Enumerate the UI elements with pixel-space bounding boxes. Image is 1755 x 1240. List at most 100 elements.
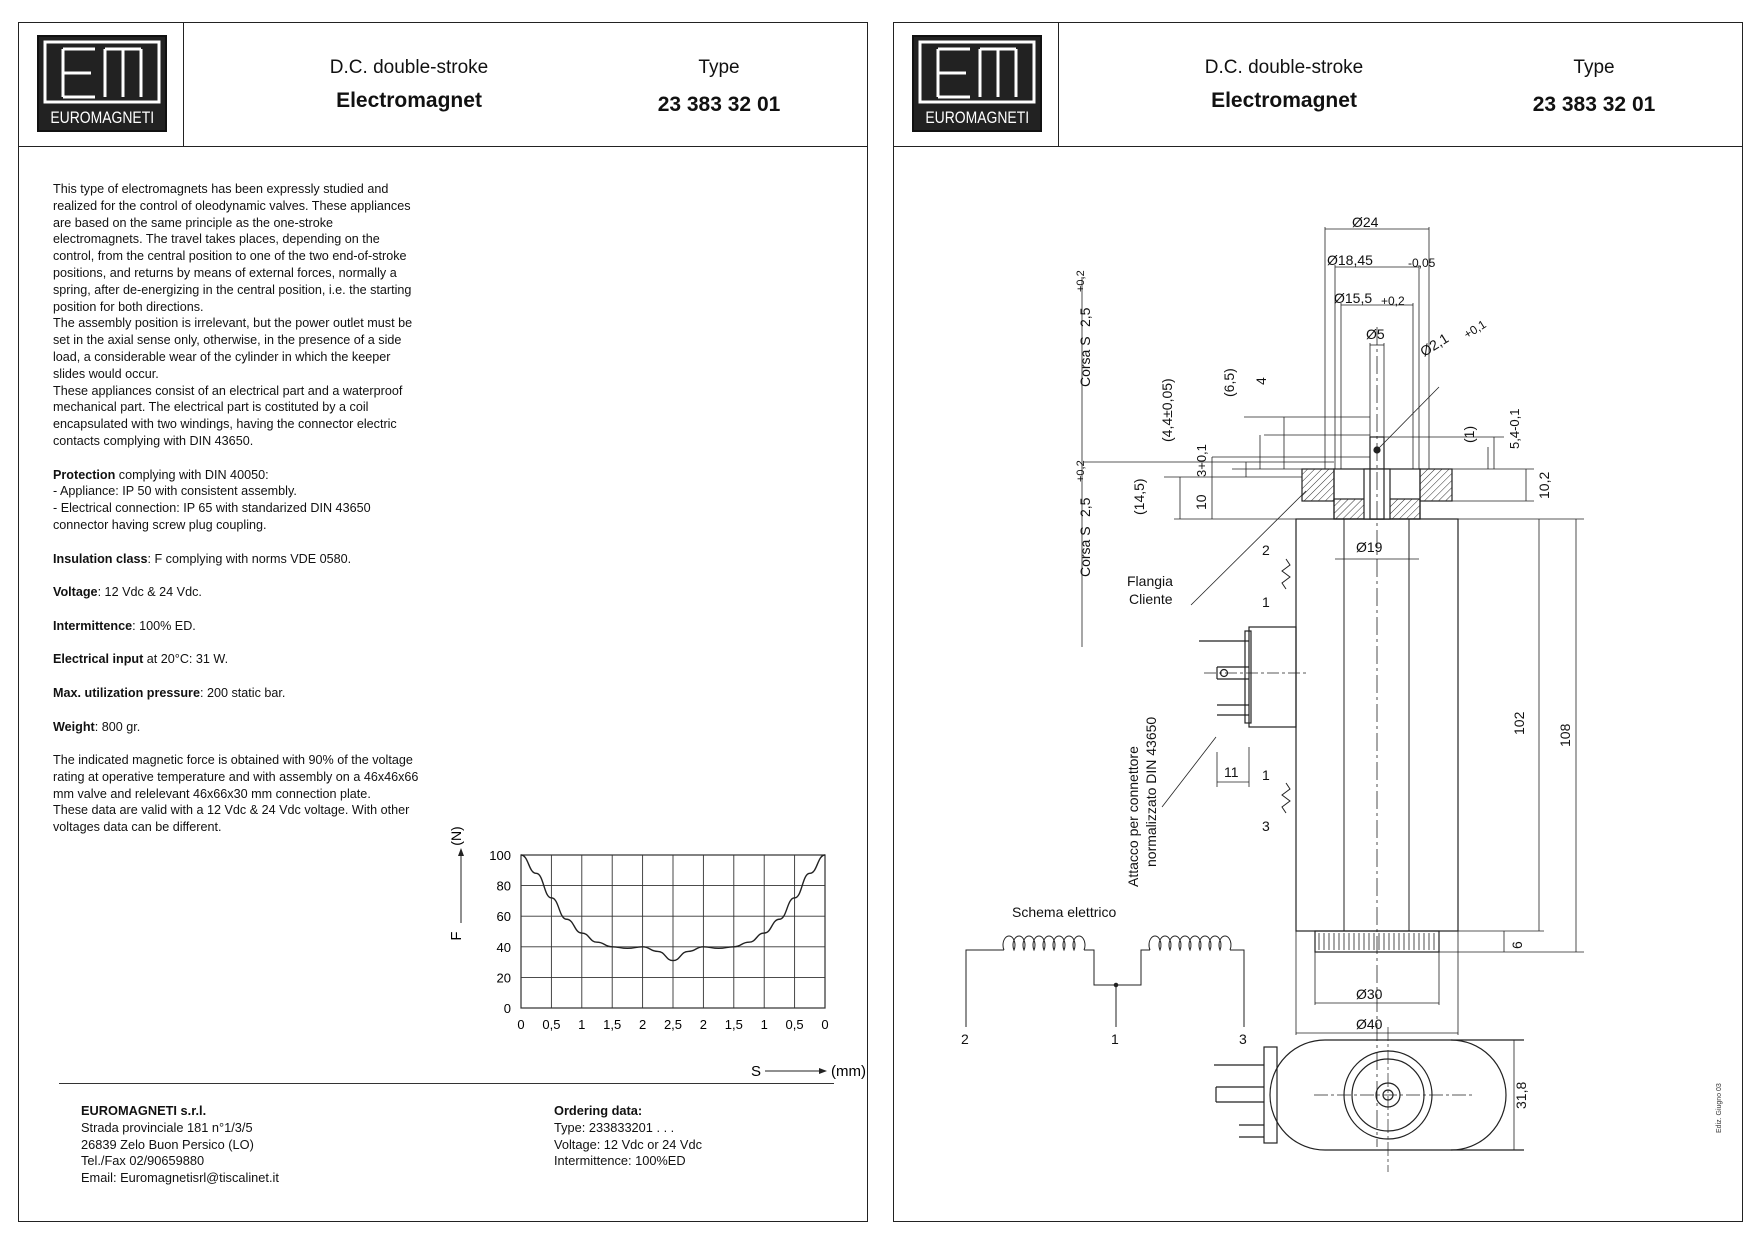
corsa-lower-label: Corsa S	[1077, 526, 1093, 577]
y-axis-label: F	[448, 931, 465, 940]
x-tick-label: 1,5	[603, 1017, 621, 1032]
y-tick-label: 100	[489, 848, 511, 863]
datasheet-page-right: EUROMAGNETI D.C. double-stroke Electroma…	[893, 22, 1743, 1222]
wiring-schematic	[965, 935, 1245, 1027]
x-tick-label: 2	[639, 1017, 646, 1032]
x-tick-label: 1	[578, 1017, 585, 1032]
dim-11: 11	[1224, 764, 1239, 780]
schema-pin-1: 1	[1111, 1031, 1119, 1047]
flange-label-2: Cliente	[1129, 591, 1173, 607]
dim-d15: Ø15,5	[1334, 290, 1372, 306]
header-title: Electromagnet	[1211, 89, 1357, 112]
connector-label-2: normalizzato DIN 43650	[1143, 717, 1159, 867]
technical-drawing: Ø24 Ø18,45 -0,05 Ø15,5 +0,2 Ø5 Ø2,1 +0,1…	[961, 214, 1584, 1172]
x-tick-label: 1	[761, 1017, 768, 1032]
company-email: Email: Euromagnetisrl@tiscalinet.it	[81, 1170, 279, 1186]
spec-pressure-label: Max. utilization pressure	[53, 685, 200, 700]
x-tick-label: 0,5	[786, 1017, 804, 1032]
spec-input-text: at 20°C: 31 W.	[146, 652, 229, 667]
ordering-title: Ordering data:	[554, 1103, 643, 1118]
corsa-lower-value: 2,5	[1077, 497, 1093, 517]
spec-voltage-text: : 12 Vdc & 24 Vdc.	[97, 585, 202, 600]
force-curve-line	[520, 854, 826, 962]
spec-insulation: Insulation class: F complying with norms…	[53, 551, 423, 568]
header-title: Electromagnet	[336, 89, 482, 112]
x-tick-label: 0	[821, 1017, 828, 1032]
connector-label-1: Attacco per connettore	[1125, 746, 1141, 887]
x-tick-label: 0	[517, 1017, 524, 1032]
corsa-upper-label: Corsa S	[1077, 336, 1093, 387]
spec-insulation-label: Insulation class	[53, 551, 148, 566]
schema-title: Schema elettrico	[1012, 904, 1116, 920]
dim-31-8: 31,8	[1513, 1082, 1529, 1109]
dim-102: 102	[1511, 711, 1527, 735]
spec-input-label: Electrical input	[53, 652, 144, 667]
dim-d30: Ø30	[1356, 986, 1383, 1002]
y-tick-label: 0	[504, 1001, 511, 1016]
spec-weight-text: : 800 gr.	[94, 719, 141, 734]
company-address-block: EUROMAGNETI s.r.l. Strada provinciale 18…	[81, 1103, 279, 1187]
dim-4: 4	[1253, 377, 1269, 385]
corsa-lower-tolerance: +0,2	[1075, 460, 1087, 482]
header-subtitle: D.C. double-stroke	[329, 57, 489, 78]
euromagneti-logo: EUROMAGNETI	[912, 35, 1042, 132]
solenoid-body	[1295, 518, 1459, 932]
dim-4-4: (4,4±0,05)	[1159, 378, 1175, 442]
description-parts: These appliances consist of an electrica…	[53, 383, 403, 448]
schema-pin-3: 3	[1239, 1031, 1247, 1047]
logo-cell: EUROMAGNETI	[19, 23, 184, 147]
footer-divider	[59, 1083, 834, 1084]
chart-grid	[520, 854, 826, 1009]
x-tick-label: 2	[700, 1017, 707, 1032]
ordering-intermittence: Intermittence: 100%ED	[554, 1153, 686, 1169]
ordering-type: Type: 233833201 . . .	[554, 1119, 675, 1135]
dim-10: 10	[1193, 494, 1209, 510]
dim-d18: Ø18,45	[1327, 252, 1373, 268]
spec-protection-line1: - Appliance: IP 50 with consistent assem…	[53, 484, 297, 499]
dim-d18-tolerance: -0,05	[1408, 256, 1436, 270]
spec-protection-label: Protection	[53, 467, 116, 482]
dim-108: 108	[1557, 723, 1573, 747]
dim-d15-tolerance: +0,2	[1381, 294, 1405, 308]
company-phone: Tel./Fax 02/90659880	[81, 1153, 205, 1169]
spec-voltage-label: Voltage	[53, 585, 98, 600]
dim-3: 3+0,1	[1194, 444, 1209, 477]
y-axis-arrowhead	[458, 848, 464, 856]
corsa-upper-value: 2,5	[1077, 307, 1093, 327]
header-type-label: Type	[698, 57, 740, 78]
logo-wordmark: EUROMAGNETI	[925, 108, 1030, 127]
x-axis-unit: (mm)	[831, 1063, 866, 1080]
dim-6: 6	[1509, 941, 1525, 949]
dim-d40: Ø40	[1356, 1016, 1383, 1032]
dim-d5: Ø5	[1366, 326, 1385, 342]
description-block: This type of electromagnets has been exp…	[53, 181, 423, 836]
x-tick-label: 2,5	[664, 1017, 682, 1032]
spec-voltage: Voltage: 12 Vdc & 24 Vdc.	[53, 584, 423, 601]
x-tick-label: 0,5	[542, 1017, 560, 1032]
coil1-top-pin: 2	[1262, 542, 1270, 558]
dim-14-5: (14,5)	[1131, 478, 1147, 515]
x-tick-label: 1,5	[725, 1017, 743, 1032]
spec-input: Electrical input at 20°C: 31 W.	[53, 651, 423, 668]
edition-note: Ediz. Giugno 03	[1716, 1083, 1723, 1133]
description-intro: This type of electromagnets has been exp…	[53, 182, 412, 314]
header-type-label: Type	[1573, 57, 1615, 78]
company-name: EUROMAGNETI s.r.l.	[81, 1103, 207, 1118]
spec-protection: Protection complying with DIN 40050: - A…	[53, 467, 423, 534]
spec-protection-line2: - Electrical connection: IP 65 with stan…	[53, 501, 371, 532]
dim-1: (1)	[1461, 426, 1477, 443]
company-address-2: 26839 Zelo Buon Persico (LO)	[81, 1136, 254, 1152]
y-tick-label: 40	[497, 940, 511, 955]
coil1-bottom-pin: 1	[1262, 594, 1270, 610]
spec-weight-label: Weight	[53, 719, 95, 734]
euromagneti-logo: EUROMAGNETI	[37, 35, 167, 132]
coil2-bottom-pin: 3	[1262, 818, 1270, 834]
dim-d21-tolerance: +0,1	[1461, 317, 1489, 342]
y-tick-label: 60	[497, 909, 511, 924]
logo-cell: EUROMAGNETI	[894, 23, 1059, 147]
header-type-code: 23 383 32 01	[657, 93, 781, 116]
header-type-code: 23 383 32 01	[1532, 93, 1656, 116]
dim-6-5: (6,5)	[1221, 368, 1237, 397]
spec-pressure: Max. utilization pressure: 200 static ba…	[53, 685, 423, 702]
